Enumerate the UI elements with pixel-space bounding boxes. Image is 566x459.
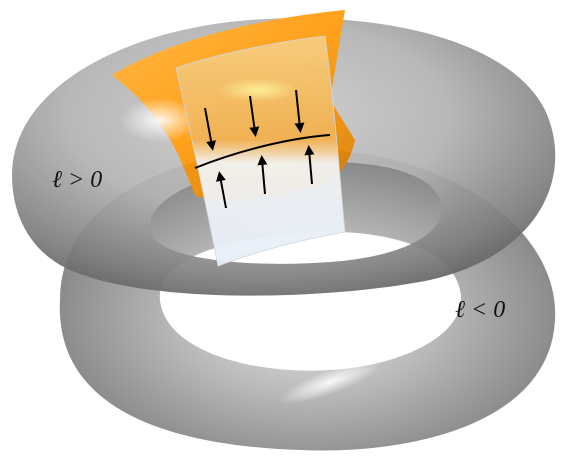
down-arrow	[204, 107, 217, 151]
lower-torus-label: ℓ < 0	[455, 297, 505, 323]
upper-torus-highlight	[120, 98, 200, 142]
up-arrow	[216, 171, 227, 209]
lower-torus-highlight-1	[322, 308, 428, 352]
interface-sheet	[175, 35, 346, 267]
down-arrow	[294, 89, 305, 133]
sheet-sheen	[218, 78, 298, 102]
up-arrow	[304, 145, 315, 185]
lower-torus-highlight-2	[278, 360, 382, 404]
lower-torus-body	[59, 148, 556, 451]
down-arrow	[249, 95, 260, 137]
spin-arrows	[204, 89, 315, 209]
upper-torus-label: ℓ > 0	[52, 167, 102, 193]
lower-torus	[59, 148, 556, 451]
interface-line	[194, 134, 331, 169]
up-arrow	[257, 155, 268, 195]
sheet-surface	[175, 35, 346, 267]
